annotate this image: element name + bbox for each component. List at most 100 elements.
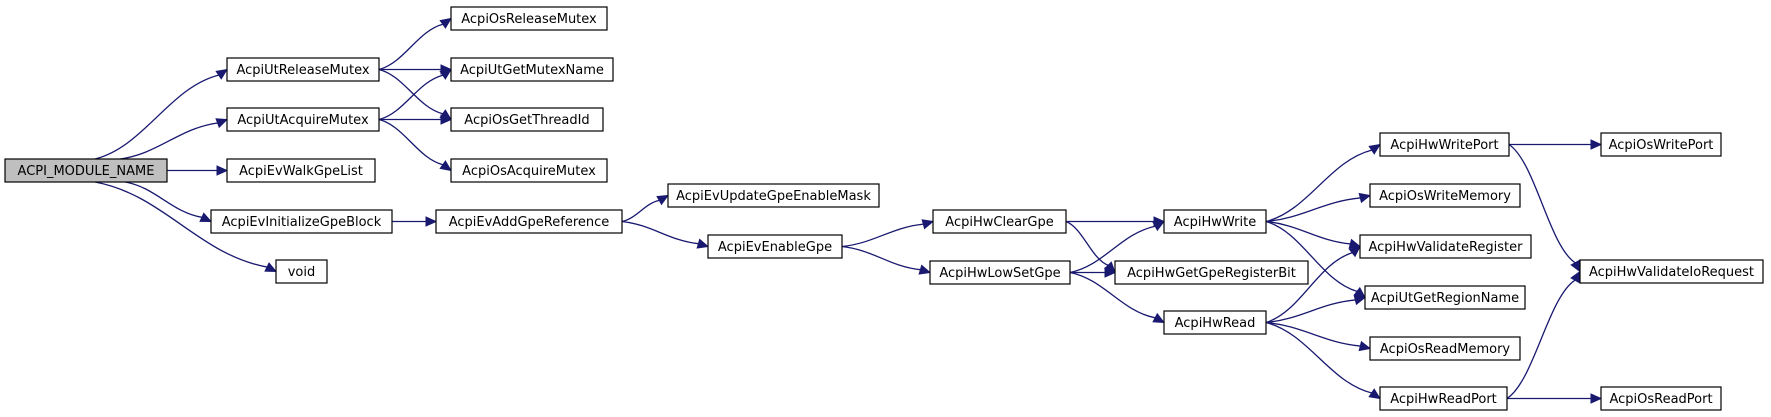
node-void[interactable]: void (275, 259, 328, 284)
edge-acpi-ut-release-mutex-to-acpi-ut-get-mutex-name (379, 64, 453, 75)
node-label: AcpiOsReadMemory (1380, 342, 1511, 357)
edge-acpi-hw-write-to-acpi-os-write-memory (1265, 192, 1372, 223)
node-label: AcpiHwRead (1175, 316, 1256, 331)
node-acpi-ut-get-mutex-name[interactable]: AcpiUtGetMutexName (450, 57, 614, 82)
node-acpi-ev-walk-gpe-list[interactable]: AcpiEvWalkGpeList (226, 158, 376, 183)
function-nodes: ACPI_MODULE_NAMEAcpiUtReleaseMutexAcpiUt… (4, 6, 1764, 411)
edge-acpi-hw-read-to-acpi-os-read-memory (1265, 321, 1372, 352)
node-box (226, 158, 376, 183)
node-acpi-hw-clear-gpe[interactable]: AcpiHwClearGpe (932, 209, 1067, 234)
node-box (210, 209, 393, 234)
node-acpi-ev-initialize-gpe-block[interactable]: AcpiEvInitializeGpeBlock (210, 209, 393, 234)
node-label: AcpiUtGetRegionName (1371, 291, 1519, 306)
edge-acpi-ev-enable-gpe-to-acpi-hw-low-set-gpe (841, 245, 932, 275)
node-box (226, 57, 380, 82)
node-acpi-os-write-memory[interactable]: AcpiOsWriteMemory (1369, 183, 1521, 208)
edge-acpi-ut-release-mutex-to-acpi-os-release-mutex (378, 17, 452, 71)
node-label: AcpiOsReadPort (1609, 392, 1712, 407)
node-box (450, 57, 614, 82)
edge-acpi-hw-write-port-to-acpi-os-write-port (1509, 139, 1603, 150)
node-box (1364, 285, 1526, 310)
node-label: ACPI_MODULE_NAME (18, 164, 155, 179)
node-box (1369, 336, 1521, 361)
call-edges (94, 17, 1603, 404)
node-acpi-os-get-thread-id[interactable]: AcpiOsGetThreadId (450, 107, 604, 132)
node-acpi-ev-add-gpe-reference[interactable]: AcpiEvAddGpeReference (435, 209, 623, 234)
edge-acpi-hw-write-to-acpi-hw-write-port (1265, 143, 1382, 223)
node-acpi-os-read-memory[interactable]: AcpiOsReadMemory (1369, 336, 1521, 361)
node-label: AcpiHwValidateRegister (1369, 240, 1524, 255)
node-acpi-hw-low-set-gpe[interactable]: AcpiHwLowSetGpe (929, 260, 1071, 285)
edge-acpi-ut-acquire-mutex-to-acpi-os-acquire-mutex (378, 118, 452, 172)
node-label: AcpiOsWritePort (1609, 138, 1714, 153)
node-acpi-os-acquire-mutex[interactable]: AcpiOsAcquireMutex (450, 158, 608, 183)
node-label: AcpiOsReleaseMutex (461, 12, 597, 27)
node-acpi-ev-enable-gpe[interactable]: AcpiEvEnableGpe (707, 234, 843, 259)
node-label: AcpiUtGetMutexName (460, 63, 604, 78)
edge-acpi-module-name-to-acpi-ut-release-mutex (94, 68, 229, 160)
edge-acpi-hw-read-to-acpi-ut-get-region-name (1265, 294, 1367, 324)
edge-acpi-module-name-to-acpi-ev-initialize-gpe-block (124, 181, 213, 223)
node-label: AcpiEvInitializeGpeBlock (222, 215, 382, 230)
node-box (1379, 386, 1508, 411)
edge-acpi-ut-release-mutex-to-acpi-os-get-thread-id (378, 68, 453, 121)
node-acpi-hw-validate-io-request[interactable]: AcpiHwValidateIoRequest (1579, 259, 1764, 284)
node-acpi-hw-validate-register[interactable]: AcpiHwValidateRegister (1359, 234, 1532, 259)
node-acpi-ut-acquire-mutex[interactable]: AcpiUtAcquireMutex (226, 107, 380, 132)
node-box (1163, 209, 1267, 234)
edge-acpi-hw-read-to-acpi-hw-validate-register (1265, 245, 1361, 324)
node-box (435, 209, 623, 234)
node-label: AcpiEvAddGpeReference (449, 215, 610, 230)
edge-acpi-ev-enable-gpe-to-acpi-hw-clear-gpe (841, 219, 935, 248)
edge-acpi-hw-low-set-gpe-to-acpi-hw-read (1069, 271, 1166, 324)
node-label: AcpiHwClearGpe (945, 215, 1053, 230)
edge-acpi-hw-low-set-gpe-to-acpi-hw-get-gpe-register-bit (1069, 267, 1117, 278)
node-acpi-hw-get-gpe-register-bit[interactable]: AcpiHwGetGpeRegisterBit (1114, 260, 1309, 285)
node-label: AcpiHwLowSetGpe (939, 266, 1060, 281)
node-acpi-ut-release-mutex[interactable]: AcpiUtReleaseMutex (226, 57, 380, 82)
node-label: AcpiEvEnableGpe (718, 240, 832, 255)
node-acpi-module-name[interactable]: ACPI_MODULE_NAME (4, 158, 168, 183)
edge-acpi-hw-low-set-gpe-to-acpi-hw-write (1069, 220, 1166, 274)
node-acpi-hw-read[interactable]: AcpiHwRead (1163, 310, 1267, 335)
edge-acpi-hw-read-port-to-acpi-os-read-port (1506, 393, 1603, 404)
edge-acpi-module-name-to-acpi-ut-acquire-mutex (119, 118, 229, 160)
edge-acpi-hw-clear-gpe-to-acpi-hw-write (1066, 216, 1166, 227)
node-acpi-ev-update-gpe-enable-mask[interactable]: AcpiEvUpdateGpeEnableMask (667, 183, 880, 208)
node-acpi-os-read-port[interactable]: AcpiOsReadPort (1600, 386, 1722, 411)
edge-acpi-ut-acquire-mutex-to-acpi-os-get-thread-id (379, 114, 453, 125)
node-box (1163, 310, 1267, 335)
node-label: AcpiHwValidateIoRequest (1589, 265, 1754, 280)
node-label: AcpiEvUpdateGpeEnableMask (676, 189, 871, 204)
node-label: AcpiHwWrite (1174, 215, 1256, 230)
node-box (1379, 132, 1510, 157)
node-label: AcpiHwReadPort (1390, 392, 1497, 407)
node-box (1114, 260, 1309, 285)
node-acpi-os-write-port[interactable]: AcpiOsWritePort (1600, 132, 1722, 157)
node-label: AcpiOsWriteMemory (1379, 189, 1511, 204)
node-box (450, 6, 608, 31)
edge-acpi-ut-acquire-mutex-to-acpi-ut-get-mutex-name (378, 68, 453, 121)
edge-acpi-module-name-to-acpi-ev-walk-gpe-list (166, 165, 229, 176)
node-label: AcpiUtAcquireMutex (237, 113, 369, 128)
node-box (450, 107, 604, 132)
node-acpi-hw-write[interactable]: AcpiHwWrite (1163, 209, 1267, 234)
node-box (4, 158, 168, 183)
edge-acpi-module-name-to-void (94, 181, 278, 273)
node-label: AcpiHwWritePort (1390, 138, 1498, 153)
node-box (450, 158, 608, 183)
node-acpi-os-release-mutex[interactable]: AcpiOsReleaseMutex (450, 6, 608, 31)
node-label: AcpiHwGetGpeRegisterBit (1127, 266, 1296, 281)
node-acpi-hw-write-port[interactable]: AcpiHwWritePort (1379, 132, 1510, 157)
edge-acpi-ev-add-gpe-reference-to-acpi-ev-enable-gpe (621, 220, 710, 249)
edge-acpi-hw-read-to-acpi-hw-read-port (1265, 321, 1382, 400)
node-acpi-hw-read-port[interactable]: AcpiHwReadPort (1379, 386, 1508, 411)
node-label: AcpiEvWalkGpeList (239, 164, 363, 179)
node-box (275, 259, 328, 284)
node-box (1359, 234, 1532, 259)
node-box (1579, 259, 1764, 284)
node-box (707, 234, 843, 259)
node-acpi-ut-get-region-name[interactable]: AcpiUtGetRegionName (1364, 285, 1526, 310)
node-box (1600, 132, 1722, 157)
